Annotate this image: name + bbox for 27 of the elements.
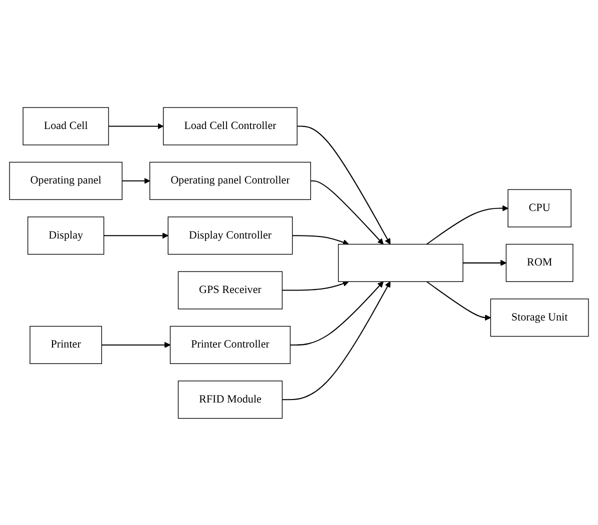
- arrow: [426, 280, 491, 320]
- node-box: Load Cell Controller: [162, 106, 298, 145]
- node-box: Load Cell: [22, 106, 109, 145]
- arrow: [122, 177, 150, 184]
- arrow: [310, 180, 384, 244]
- arrow: [104, 232, 168, 238]
- arrow: [290, 280, 384, 346]
- node-box: Operating panel: [9, 161, 122, 200]
- arrow: [426, 204, 508, 244]
- node-box: Printer Controller: [170, 325, 291, 364]
- node-box: ROM: [506, 243, 574, 282]
- arrow: [282, 280, 391, 400]
- arrow: [462, 259, 506, 266]
- arrow: [292, 234, 349, 245]
- arrow: [108, 122, 164, 129]
- node-box: CPU: [508, 188, 572, 227]
- node-box: Display: [27, 216, 104, 254]
- node-box: Storage Unit: [490, 298, 589, 336]
- arrow: [102, 341, 171, 348]
- node-bar: [338, 243, 464, 282]
- node-box: Display Controller: [168, 216, 293, 254]
- node-box: RFID Module: [178, 380, 283, 418]
- node-box: Printer: [30, 325, 102, 364]
- node-box: Operating panel Controller: [149, 161, 311, 200]
- node-box: GPS Receiver: [178, 270, 283, 309]
- arrow: [297, 125, 391, 244]
- arrow: [282, 280, 349, 290]
